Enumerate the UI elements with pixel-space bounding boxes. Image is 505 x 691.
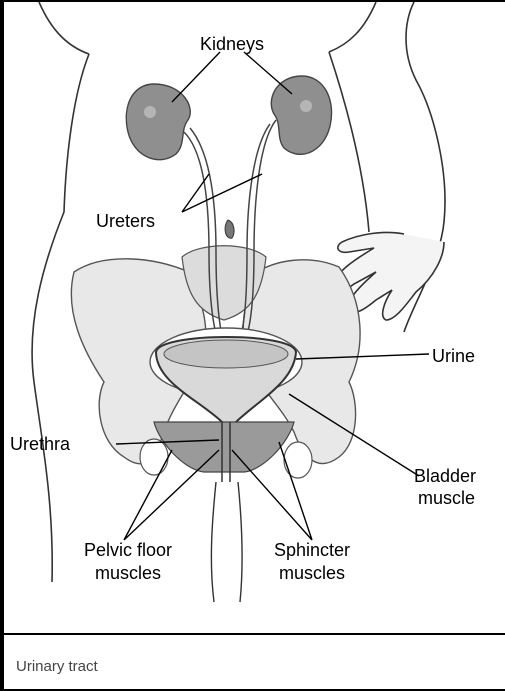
hip-socket-right	[284, 442, 312, 478]
kidney-left	[126, 84, 190, 160]
kidney-right	[271, 76, 331, 154]
legs-outline	[211, 482, 242, 602]
anatomy-drawing: Kidneys Ureters Urine Urethra Bladder mu…	[4, 2, 505, 634]
caption-bar: Urinary tract	[4, 635, 505, 689]
label-sphincter-line1: Sphincter	[274, 540, 350, 560]
urine	[164, 340, 288, 368]
label-pelvic-line2: muscles	[95, 563, 161, 583]
label-bladder-line2: muscle	[418, 488, 475, 508]
label-pelvic-line1: Pelvic floor	[84, 540, 172, 560]
figure-caption: Urinary tract	[16, 658, 98, 675]
label-sphincter-line2: muscles	[279, 563, 345, 583]
kidney-left-highlight	[144, 106, 156, 118]
label-urethra: Urethra	[10, 434, 71, 454]
label-kidneys: Kidneys	[200, 34, 264, 54]
urinary-tract-illustration: Kidneys Ureters Urine Urethra Bladder mu…	[4, 2, 505, 634]
label-bladder-line1: Bladder	[414, 466, 476, 486]
label-ureters: Ureters	[96, 211, 155, 231]
navel	[225, 220, 234, 238]
kidney-right-highlight	[300, 100, 312, 112]
pelvic-floor	[154, 422, 294, 472]
hip-socket-left	[140, 439, 168, 475]
label-urine: Urine	[432, 346, 475, 366]
